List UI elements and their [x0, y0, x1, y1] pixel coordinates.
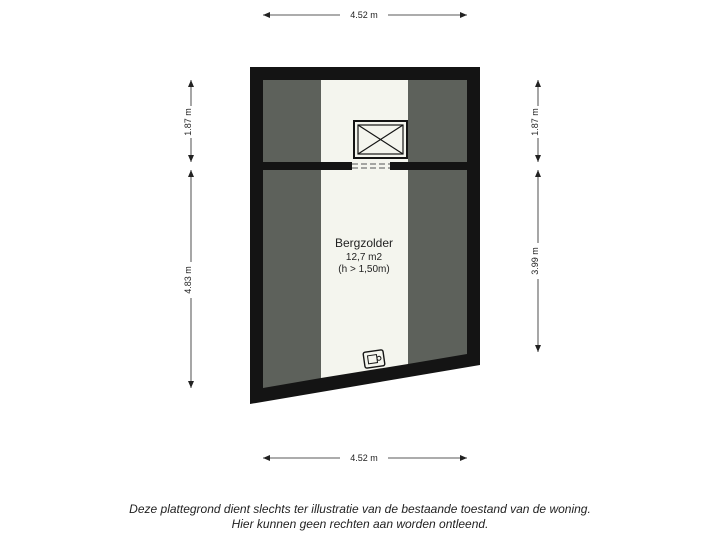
dimension-left-upper: 1.87 m [183, 80, 194, 162]
disclaimer-line-2: Hier kunnen geen rechten aan worden ontl… [231, 517, 489, 531]
dimension-right-upper: 1.87 m [530, 80, 541, 162]
dimension-left-lower: 4.83 m [183, 170, 194, 388]
low-area-left-bottom [263, 170, 321, 388]
room-area: 12,7 m2 [346, 252, 383, 263]
low-area-right-top [408, 80, 467, 162]
top-wall-band [321, 67, 408, 80]
dimension-left-lower-label: 4.83 m [183, 266, 193, 294]
room-name: Bergzolder [335, 236, 393, 250]
dimension-top-label: 4.52 m [350, 10, 378, 20]
dimension-right-upper-label: 1.87 m [530, 108, 540, 136]
floor-lower [321, 170, 408, 378]
dimension-right-lower: 3.99 m [530, 170, 541, 352]
dimension-top: 4.52 m [263, 10, 467, 20]
roof-window-icon [353, 120, 408, 159]
dimension-left-upper-label: 1.87 m [183, 108, 193, 136]
dimension-bottom: 4.52 m [263, 453, 467, 463]
room-height-note: (h > 1,50m) [338, 264, 389, 275]
dimension-bottom-label: 4.52 m [350, 453, 378, 463]
dimension-right-lower-label: 3.99 m [530, 247, 540, 275]
low-area-left-top [263, 80, 321, 162]
boiler-icon [362, 349, 386, 369]
disclaimer-line-1: Deze plattegrond dient slechts ter illus… [129, 502, 591, 516]
low-area-right-bottom [408, 170, 467, 364]
hatch-opening [352, 162, 390, 170]
